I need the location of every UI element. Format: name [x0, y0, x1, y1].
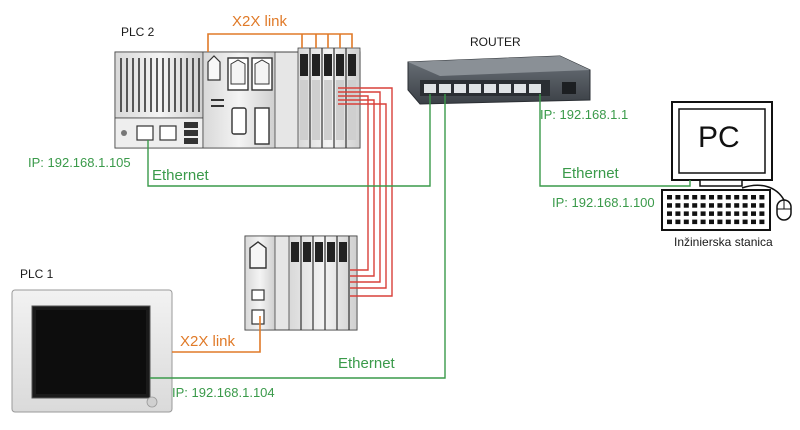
keyboard-key — [700, 203, 706, 208]
keyboard-key — [759, 211, 765, 216]
router-title: ROUTER — [470, 35, 521, 49]
keyboard-key — [675, 219, 681, 225]
keyboard-key — [692, 195, 698, 200]
plc1-ip-label: IP: 192.168.1.104 — [172, 385, 275, 400]
keyboard-key — [734, 211, 740, 216]
keyboard-key — [717, 203, 723, 208]
keyboard-key — [683, 211, 689, 216]
x2x-link-bottom-label: X2X link — [180, 333, 236, 350]
x2x-link-top-label: X2X link — [232, 13, 288, 30]
keyboard-key — [717, 219, 723, 225]
router-device — [407, 55, 591, 105]
keyboard-key — [675, 195, 681, 200]
workstation-caption: Inžinierska stanica — [674, 235, 773, 249]
pc-ip-label: IP: 192.168.1.100 — [552, 195, 655, 210]
keyboard-key — [709, 203, 714, 208]
keyboard-key — [675, 203, 681, 208]
ethernet-lines — [147, 94, 691, 379]
keyboard-key — [725, 195, 731, 200]
x2x-link-top-bracket — [207, 33, 353, 52]
keyboard-key — [725, 211, 731, 216]
pc-workstation — [661, 101, 792, 231]
keyboard-key — [667, 219, 672, 225]
keyboard-key — [667, 203, 672, 208]
ethernet-plc1-label: Ethernet — [338, 355, 395, 372]
keyboard-key — [692, 203, 698, 208]
keyboard-key — [742, 195, 748, 200]
plc1-title: PLC 1 — [20, 267, 54, 281]
pc-screen-text: PC — [698, 121, 740, 154]
keyboard-key — [667, 211, 672, 216]
keyboard-key — [683, 203, 689, 208]
keyboard-key — [751, 203, 756, 208]
keyboard-key — [751, 211, 756, 216]
keyboard-key — [692, 219, 698, 225]
keyboard-key — [725, 203, 731, 208]
keyboard-key — [759, 203, 765, 208]
keyboard-key — [692, 211, 698, 216]
x2x-red-cables — [338, 87, 393, 297]
keyboard-key — [734, 219, 740, 225]
router-ip-label: IP: 192.168.1.1 — [540, 107, 629, 122]
plc2-ip-label: IP: 192.168.1.105 — [28, 155, 131, 170]
keyboard-key — [709, 219, 714, 225]
keyboard-key — [751, 219, 756, 225]
keyboard-key — [683, 195, 689, 200]
keyboard-key — [700, 211, 706, 216]
keyboard-key — [742, 203, 748, 208]
middle-controller-device — [244, 235, 358, 331]
x2x-link-bottom-line — [172, 316, 261, 353]
keyboard-key — [709, 211, 714, 216]
keyboard-key — [734, 195, 740, 200]
keyboard-key — [759, 219, 765, 225]
plc2-device — [114, 47, 361, 149]
ethernet-pc-label: Ethernet — [562, 165, 619, 182]
keyboard-key — [751, 195, 756, 200]
ethernet-plc2-label: Ethernet — [152, 167, 209, 184]
keyboard-key — [683, 219, 689, 225]
keyboard-key — [709, 195, 714, 200]
keyboard-key — [700, 195, 706, 200]
keyboard-key — [742, 211, 748, 216]
keyboard-key — [759, 195, 765, 200]
keyboard-key — [725, 219, 731, 225]
keyboard-key — [717, 211, 723, 216]
keyboard-key — [700, 219, 706, 225]
plc2-title: PLC 2 — [121, 25, 155, 39]
keyboard-key — [734, 203, 740, 208]
plc2-ethernet-port-icon — [136, 125, 154, 141]
keyboard-key — [675, 211, 681, 216]
keyboard-key — [742, 219, 748, 225]
keyboard-key — [667, 195, 672, 200]
keyboard-key — [717, 195, 723, 200]
plc1-hmi-panel — [11, 289, 173, 413]
